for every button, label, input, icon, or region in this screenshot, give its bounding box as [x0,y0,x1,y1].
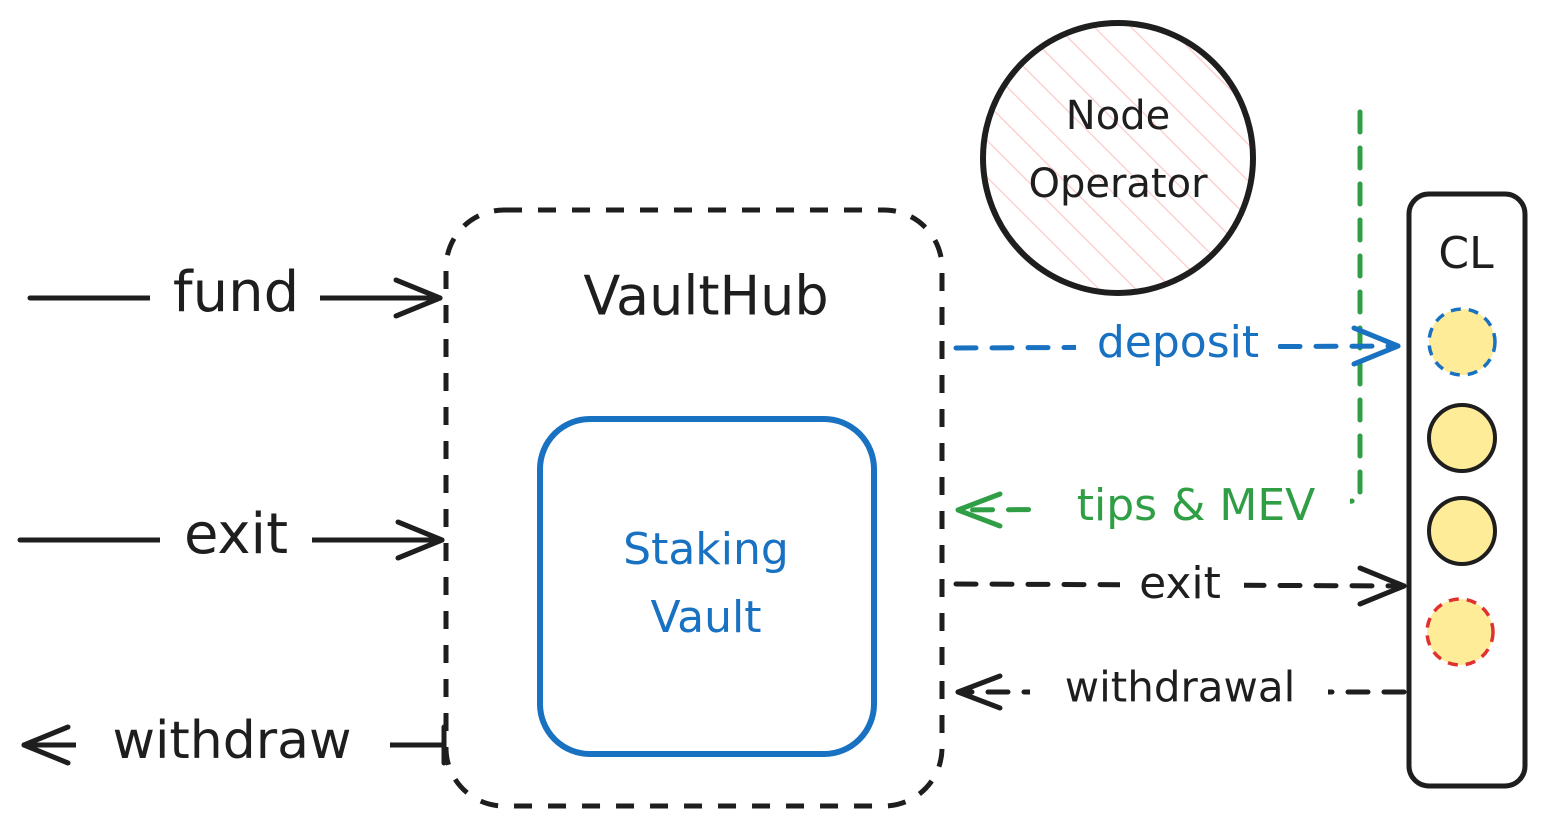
exit-in-label: exit [184,502,288,567]
cl-column [1406,191,1528,789]
validator-active [1427,403,1497,473]
staking-vault-label-line2: Vault [650,592,761,643]
exit-out-label: exit [1139,558,1221,609]
node-operator-circle [980,20,1256,296]
node-operator-label-line1: Node [1066,93,1170,139]
vault-hub-title: VaultHub [583,265,828,328]
node-operator-label-line2: Operator [1028,161,1208,207]
fund-label: fund [173,260,299,325]
vault-hub-container [443,207,945,809]
validator-exiting [1425,597,1495,667]
withdrawal-label: withdrawal [1065,663,1296,712]
deposit-label: deposit [1097,317,1259,368]
staking-vault-label-line1: Staking [623,524,789,575]
validator-active [1427,496,1497,566]
staking-vault-box [537,416,877,757]
withdraw-label: withdraw [112,711,351,771]
cl-title: CL [1438,228,1494,279]
validator-pending [1427,307,1497,377]
tips-mev-label: tips & MEV [1077,480,1315,531]
